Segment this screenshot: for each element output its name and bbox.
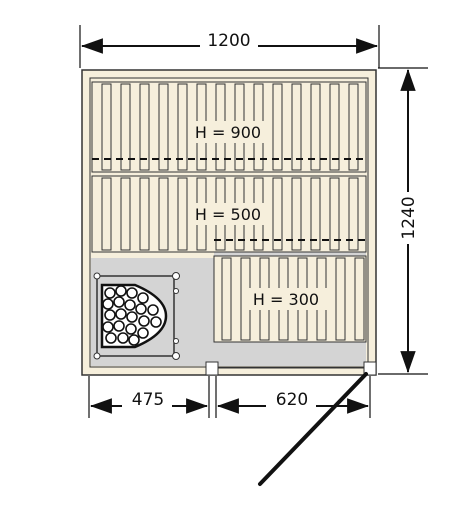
dimension-stove-zone: 475 [88,376,210,418]
bench-upper-height-label: H = 900 [195,123,261,142]
bench-middle-height-label: H = 500 [195,205,261,224]
dimension-door-zone: 620 [215,376,371,418]
bench-middle: H = 500 [91,175,367,253]
dimension-stove-zone-label: 475 [132,390,164,410]
dimension-depth: 1240 [378,67,428,375]
dimension-width-label: 1200 [207,31,250,51]
dimension-door-zone-label: 620 [276,390,308,410]
bench-lower-height-label: H = 300 [253,290,319,309]
dimension-depth-label: 1240 [399,196,419,239]
door-swing-icon [205,361,377,486]
bench-upper: H = 900 [91,81,367,173]
bench-lower: H = 300 [213,255,367,343]
dimension-width: 1200 [79,25,380,68]
stove-heater-icon [93,272,180,360]
